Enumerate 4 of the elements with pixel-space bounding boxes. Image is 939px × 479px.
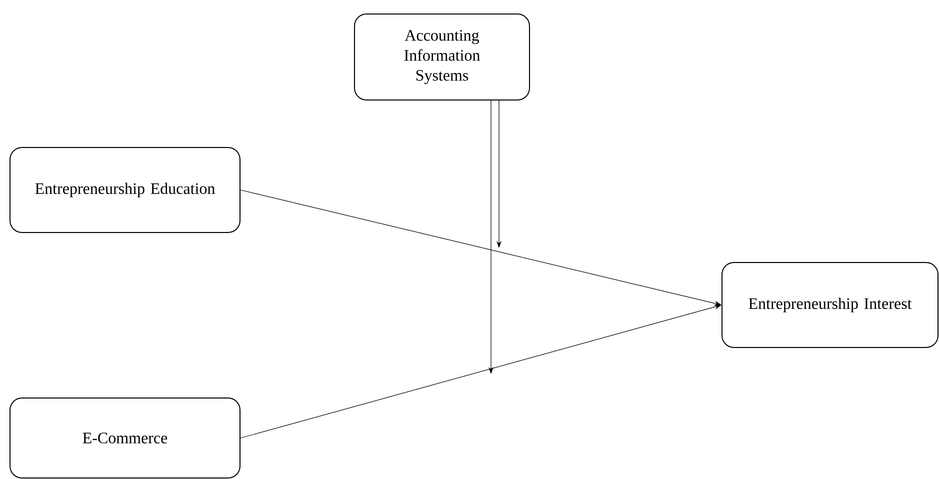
variable-box: Entrepreneurship Education	[10, 147, 240, 233]
variable-box: Accounting Information Systems	[354, 14, 530, 100]
variable-box: Entrepreneurship Interest	[722, 262, 939, 348]
variable-box: E-Commerce	[10, 398, 240, 478]
